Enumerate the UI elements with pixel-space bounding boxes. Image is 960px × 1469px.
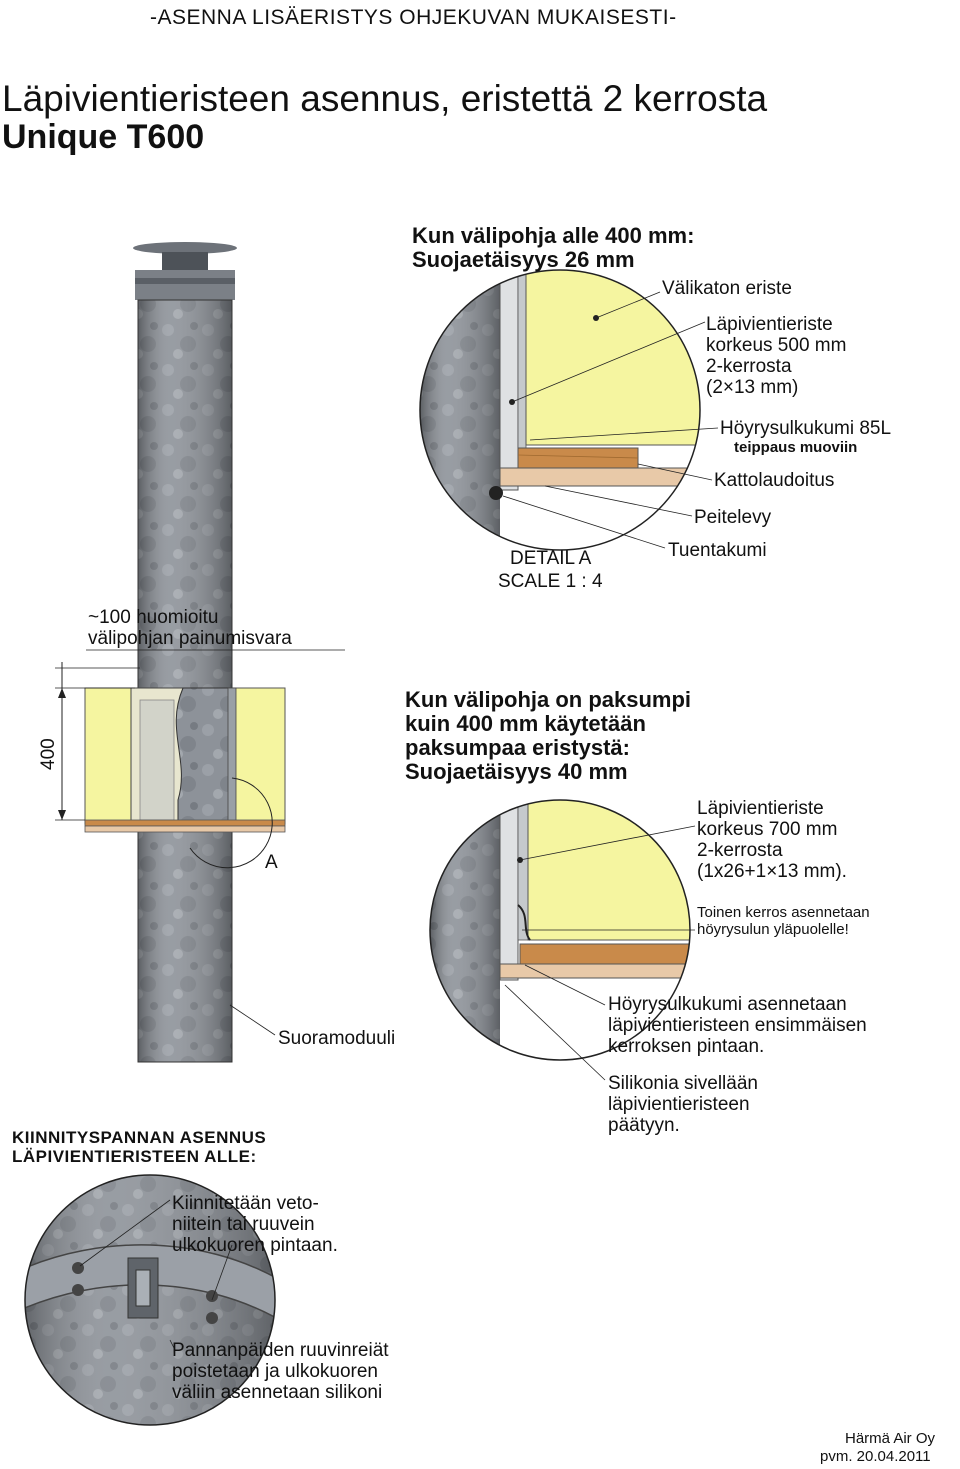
ceiling-boards [84,819,286,827]
label-teippaus: teippaus muoviin [734,439,858,456]
detail-b-heading: Kun välipohja on paksumpi kuin 400 mm kä… [405,687,692,784]
page-title: Läpivientieristeen asennus, eristettä 2 … [2,78,768,119]
top-collar [135,270,235,300]
detail-a-scale: SCALE 1 : 4 [498,571,603,592]
label-suoramoduuli: Suoramoduuli [278,1028,396,1049]
detail-a-circle [189,777,273,869]
label-kattolaudoitus: Kattolaudoitus [714,470,835,491]
detail-marker-a: A [265,852,278,873]
dimension-400: 400 [38,738,59,770]
label-valikaton-eriste: Välikaton eriste [662,278,792,299]
clamp-detail-view [25,1175,275,1425]
label-hoyrysulkukumi: Höyrysulkukumi 85L [720,418,892,439]
label-pannanpaat: Pannanpäiden ruuvinreiät poistetaan ja u… [172,1340,389,1403]
label-kiinnitys: Kiinnitetään veto- niitein tai ruuvein u… [172,1193,338,1256]
rain-cap [133,242,237,254]
product-name: Unique T600 [2,118,205,156]
label-lapivientieriste-700: Läpivientieriste korkeus 700 mm 2-kerros… [697,798,847,882]
label-hoyrysulkukumi-asennus: Höyrysulkukumi asennetaan läpivientieris… [608,994,867,1057]
label-tuentakumi: Tuentakumi [668,540,767,561]
detail-a-heading-2: Suojaetäisyys 26 mm [412,247,635,272]
instruction-note: -ASENNA LISÄERISTYS OHJEKUVAN MUKAISESTI… [150,6,677,29]
chimney-pipe [55,242,345,1063]
label-painumisvara: ~100 huomioitu välipohjan painumisvara [88,607,292,649]
company-name: Härmä Air Oy [845,1430,936,1447]
label-peitelevy: Peitelevy [694,507,772,528]
document-date: pvm. 20.04.2011 [820,1448,931,1465]
detail-a-view [420,270,700,550]
detail-a-title: DETAIL A [510,548,592,569]
label-lapivientieriste-500: Läpivientieriste korkeus 500 mm 2-kerros… [706,314,847,398]
clamp-heading: KIINNITYSPANNAN ASENNUS LÄPIVIENTIERISTE… [12,1128,267,1166]
detail-a-heading-1: Kun välipohja alle 400 mm: [412,223,695,248]
label-toinen-kerros: Toinen kerros asennetaan höyrysulun yläp… [697,904,870,938]
label-silikoni: Silikonia sivellään läpivientieristeen p… [608,1073,758,1136]
